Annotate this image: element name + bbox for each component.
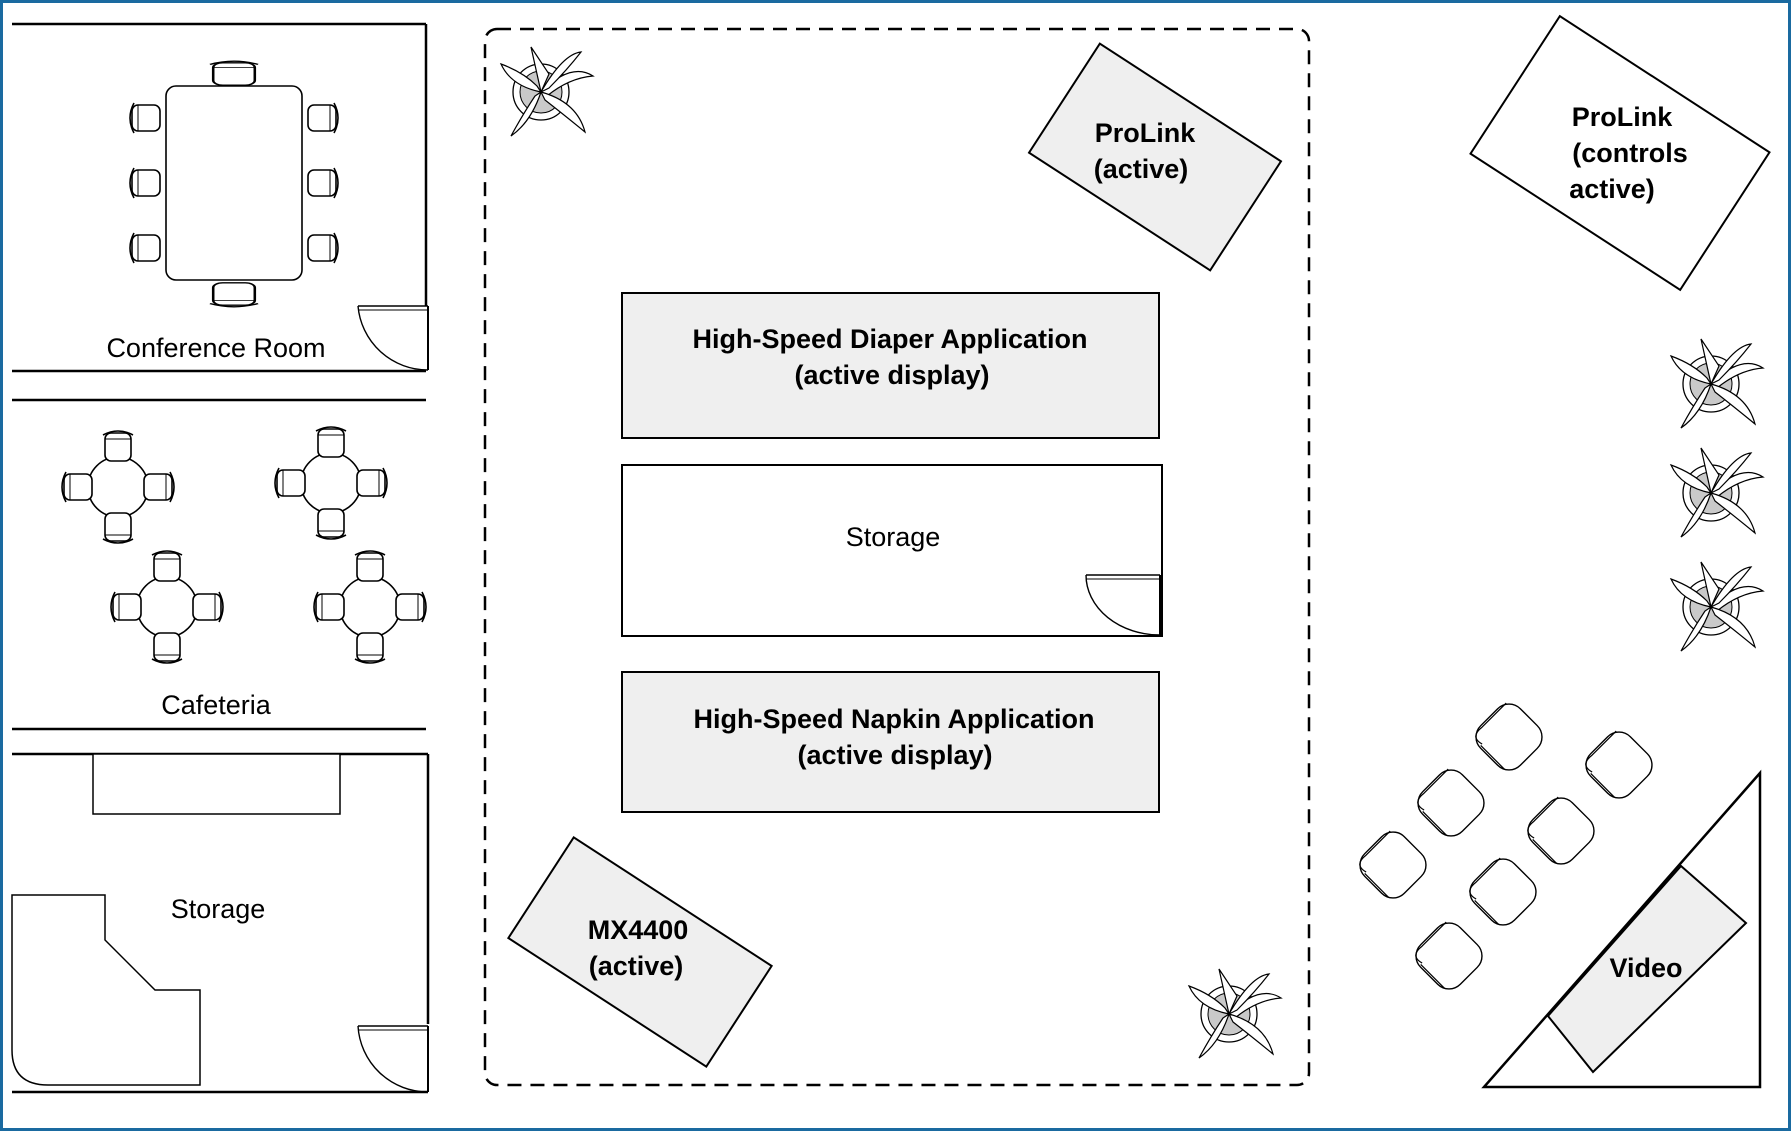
diaper-label-line1: High-Speed Diaper Application (692, 324, 1087, 354)
door-swing-icon (357, 305, 429, 371)
mx4400-label-line2: (active) (589, 951, 684, 981)
diaper-label-line2: (active display) (794, 360, 989, 390)
prolink-active-station: ProLink (active) (1027, 42, 1283, 272)
napkin-application-display: High-Speed Napkin Application (active di… (621, 671, 1160, 813)
prolink-controls-station: ProLink (controls active) (1469, 14, 1771, 292)
mx4400-station: MX4400 (active) (506, 836, 774, 1068)
prolink-controls-label-line3: active) (1569, 174, 1655, 204)
door-swing-icon (1085, 574, 1161, 636)
counter (92, 753, 341, 815)
prolink-active-label-line2: (active) (1094, 154, 1189, 184)
napkin-label-line2: (active display) (797, 740, 992, 770)
diaper-application-display: High-Speed Diaper Application (active di… (621, 292, 1160, 439)
door-swing-icon (357, 1025, 429, 1093)
cafeteria: Cafeteria (12, 398, 427, 731)
potted-plant-icon (1670, 338, 1764, 652)
conference-room-label: Conference Room (106, 333, 325, 363)
video-station: Video (1481, 769, 1762, 1089)
storage-center-label: Storage (846, 522, 941, 552)
prolink-controls-label-line1: ProLink (1572, 102, 1673, 132)
shelving (11, 894, 201, 1086)
video-label: Video (1609, 953, 1682, 983)
booth-boundary (483, 27, 1311, 1087)
conference-room: Conference Room (12, 22, 429, 373)
storage-left-label: Storage (171, 894, 266, 924)
storage-room-center: Storage (621, 464, 1163, 637)
prolink-active-label-line1: ProLink (1095, 118, 1196, 148)
table-icon (165, 85, 303, 281)
storage-room-left: Storage (11, 752, 430, 1094)
napkin-label-line1: High-Speed Napkin Application (693, 704, 1094, 734)
mx4400-label-line1: MX4400 (588, 915, 689, 945)
cafeteria-label: Cafeteria (161, 690, 272, 720)
prolink-controls-label-line2: (controls (1572, 138, 1688, 168)
